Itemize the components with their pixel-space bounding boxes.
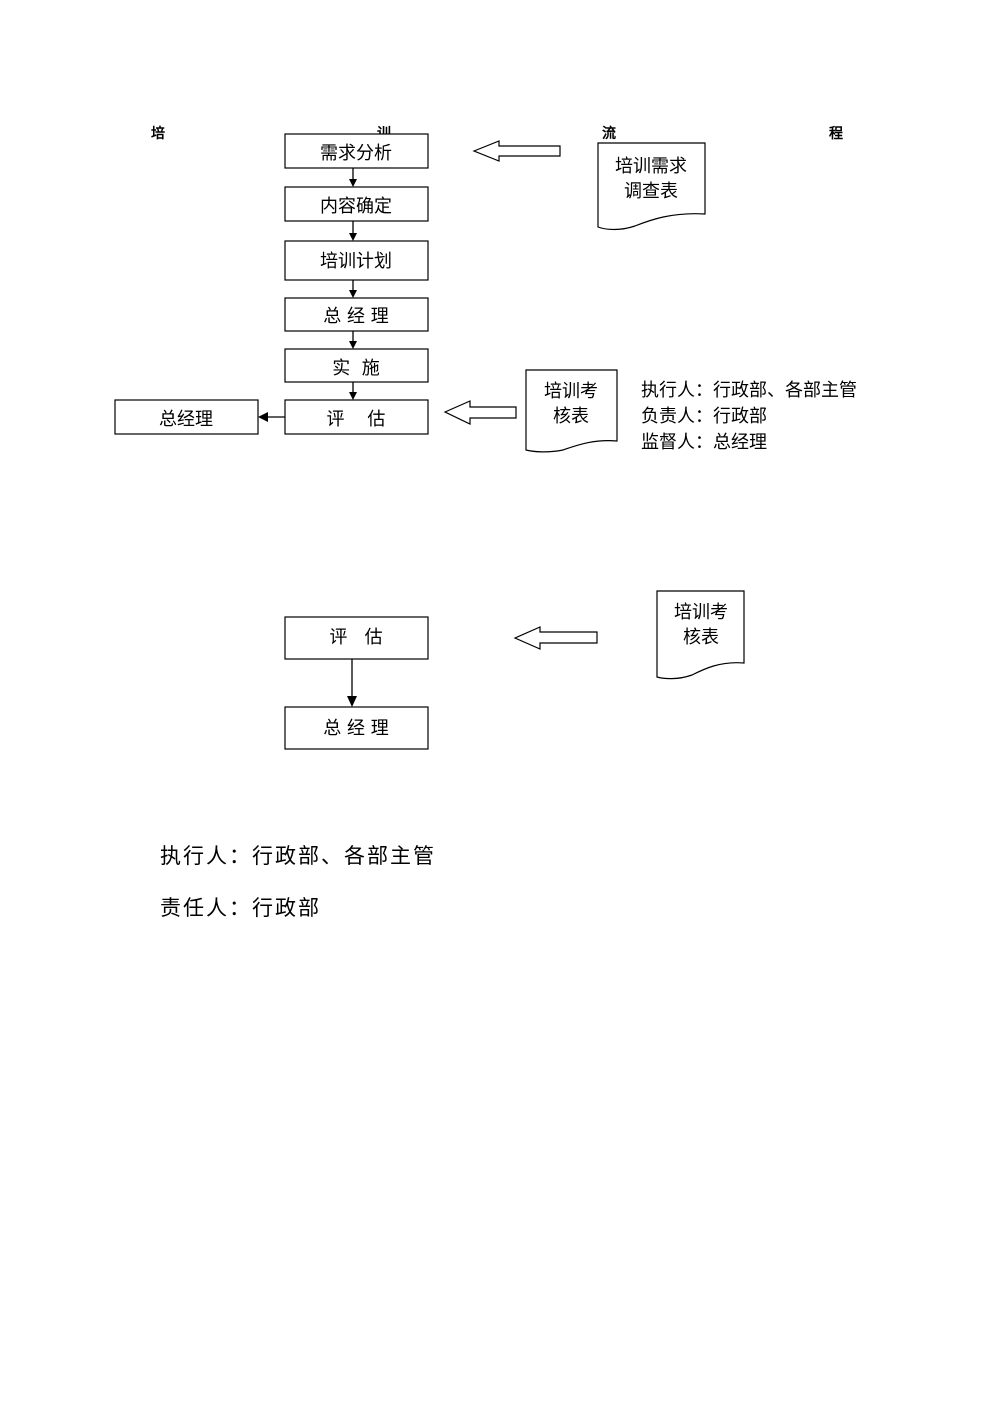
bottom-note-executor: 执行人：行政部、各部主管 [160, 844, 436, 868]
flow2-step-evaluate-label: 评 估 [329, 627, 382, 648]
flow1-down-arrows [349, 168, 357, 400]
flow2-doc-line2: 核表 [683, 627, 719, 648]
hollow-arrow-survey [472, 140, 561, 162]
title-char-1: 培 [151, 125, 165, 142]
title-char-4: 程 [829, 126, 843, 142]
flow2-step-general-manager-label: 总 经 理 [323, 718, 388, 739]
step-training-plan [284, 240, 429, 281]
step-needs-analysis-label: 需求分析 [320, 143, 392, 164]
doc-training-assessment-line1: 培训考 [544, 381, 598, 402]
arrow-to-side-box-head [258, 412, 268, 422]
flow2-step-general-manager [284, 706, 429, 750]
side-box-general-manager-label: 总经理 [159, 409, 213, 430]
flow1-note-responsible: 负责人：行政部 [641, 406, 767, 427]
step-needs-analysis [284, 133, 429, 169]
doc-training-needs-survey-line2: 调查表 [624, 181, 678, 202]
flow1-note-executor: 执行人：行政部、各部主管 [641, 380, 857, 401]
side-box-general-manager [114, 399, 259, 435]
flow1-note-supervisor: 监督人：总经理 [641, 432, 767, 453]
flow2-down-arrow-head [347, 696, 357, 707]
doc-training-needs-survey-line1: 培训需求 [615, 156, 687, 177]
step-evaluate-label: 评 估 [327, 409, 386, 430]
step-evaluate [284, 399, 429, 435]
doc-training-needs-survey [597, 142, 706, 231]
step-implement-label: 实 施 [332, 358, 379, 379]
flow2-hollow-arrow [513, 626, 598, 650]
step-content-confirm [284, 186, 429, 222]
doc-training-assessment [525, 369, 618, 453]
step-training-plan-label: 培训计划 [320, 251, 392, 272]
step-content-confirm-label: 内容确定 [320, 196, 392, 217]
flow2-doc-line1: 培训考 [674, 602, 728, 623]
bottom-note-responsible: 责任人：行政部 [160, 896, 321, 920]
step-implement [284, 348, 429, 383]
step-general-manager-label: 总 经 理 [323, 306, 388, 327]
flow2-doc-training-assessment [656, 590, 745, 680]
hollow-arrow-assessment [443, 400, 517, 425]
doc-training-assessment-line2: 核表 [553, 406, 589, 427]
flow2-step-evaluate [284, 616, 429, 660]
title-char-3: 流 [602, 125, 616, 142]
step-general-manager [284, 297, 429, 332]
